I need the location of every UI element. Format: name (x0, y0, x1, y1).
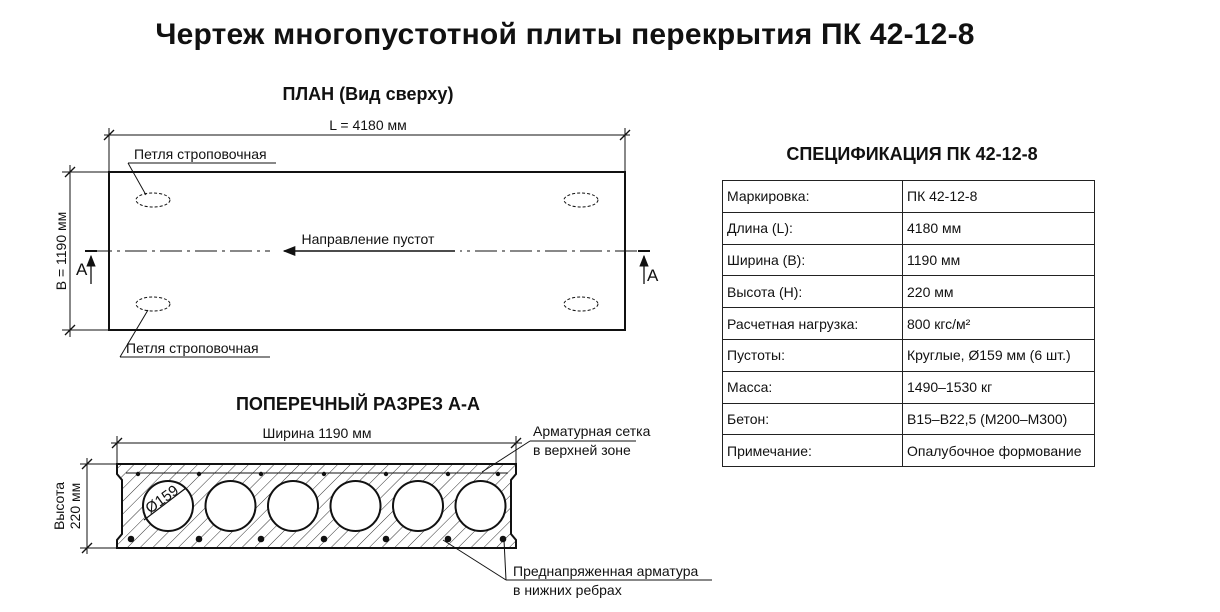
prestressed-rebar-dot (382, 535, 390, 543)
width-label: B = 1190 мм (53, 212, 69, 291)
spec-value: 220 мм (902, 275, 1095, 309)
spec-key: Маркировка: (722, 180, 903, 213)
spec-value: Круглые, Ø159 мм (6 шт.) (902, 338, 1095, 372)
spec-key: Бетон: (722, 402, 903, 436)
spec-value: Опалубочное формование (902, 434, 1095, 468)
direction-mask (270, 236, 460, 260)
length-label: L = 4180 мм (329, 117, 407, 133)
spec-row: Расчетная нагрузка:800 кгс/м² (722, 307, 1095, 340)
spec-value: B15–B22,5 (М200–М300) (902, 402, 1095, 436)
spec-key: Масса: (722, 370, 903, 404)
section-mark-left: А (76, 250, 97, 284)
void-circle (454, 480, 507, 532)
length-dimension: L = 4180 мм (103, 117, 631, 172)
loop-leader-top (127, 162, 147, 196)
prestressed-rebar-dot (499, 535, 507, 543)
spec-value: 1190 мм (902, 243, 1095, 277)
void-circle (392, 480, 444, 532)
section-mark-left-label: А (76, 260, 88, 279)
rebar-callout: Преднапряженная арматура в нижних ребрах (442, 539, 712, 598)
plan-view: ПЛАН (Вид сверху) L = 4180 мм B = 1190 м… (53, 84, 659, 358)
spec-value: 1490–1530 кг (902, 370, 1095, 404)
mesh-bar-dot (321, 471, 327, 477)
rebar-label-2: в нижних ребрах (513, 582, 622, 598)
prestressed-rebar-dot (257, 535, 265, 543)
prestressed-rebar-dot (320, 535, 328, 543)
spec-row: Маркировка:ПК 42-12-8 (722, 180, 1095, 213)
lifting-loop-top-right (563, 192, 599, 208)
spec-row: Примечание:Опалубочное формование (722, 434, 1095, 468)
prestressed-rebar-dot (444, 535, 452, 543)
spec-row: Пустоты:Круглые, Ø159 мм (6 шт.) (722, 338, 1095, 372)
mesh-label-1: Арматурная сетка (533, 423, 651, 439)
spec-key: Расчетная нагрузка: (722, 307, 903, 340)
voids-group (142, 480, 507, 532)
prestressed-rebar-dot (127, 535, 135, 543)
section-height-dimension: Высота 220 мм (51, 458, 117, 554)
spec-title: СПЕЦИФИКАЦИЯ ПК 42-12-8 (786, 144, 1038, 164)
mesh-bar-dot (495, 471, 501, 477)
section-height-label-2: 220 мм (67, 483, 83, 530)
section-width-dimension: Ширина 1190 мм (111, 425, 522, 464)
spec-row: Высота (H):220 мм (722, 275, 1095, 309)
mesh-bar-dot (258, 471, 264, 477)
plan-heading: ПЛАН (Вид сверху) (283, 84, 454, 104)
width-dimension: B = 1190 мм (53, 165, 109, 337)
section-width-label: Ширина 1190 мм (263, 425, 372, 441)
spec-row: Масса:1490–1530 кг (722, 370, 1095, 404)
lifting-loop-bottom-right (563, 296, 599, 312)
mesh-bar-dot (383, 471, 389, 477)
spec-key: Пустоты: (722, 338, 903, 372)
mesh-bar-dot (135, 471, 141, 477)
spec-key: Ширина (B): (722, 243, 903, 277)
void-circle (142, 480, 194, 532)
spec-key: Длина (L): (722, 211, 903, 245)
mesh-bar-dot (445, 471, 451, 477)
void-circle (267, 480, 319, 532)
section-mark-right-label: А (647, 266, 659, 285)
spec-key: Высота (H): (722, 275, 903, 309)
section-height-label-1: Высота (51, 482, 67, 530)
cross-section-view: ПОПЕРЕЧНЫЙ РАЗРЕЗ А-А Ширина 1190 мм Выс… (51, 393, 712, 598)
spec-value: ПК 42-12-8 (902, 180, 1095, 213)
rebars-group (127, 471, 507, 543)
drawing-title: Чертеж многопустотной плиты перекрытия П… (155, 18, 975, 51)
loop-label-top: Петля строповочная (134, 146, 267, 162)
loop-label-bottom: Петля строповочная (126, 340, 259, 356)
section-mark-right: А (638, 250, 659, 285)
mesh-label-2: в верхней зоне (533, 442, 631, 458)
mesh-bar-dot (196, 471, 202, 477)
spec-row: Ширина (B):1190 мм (722, 243, 1095, 277)
spec-value: 800 кгс/м² (902, 307, 1095, 340)
spec-row: Бетон:B15–B22,5 (М200–М300) (722, 402, 1095, 436)
void-circle (204, 480, 257, 532)
mesh-callout: Арматурная сетка в верхней зоне (481, 423, 651, 473)
prestressed-rebar-dot (195, 535, 203, 543)
void-circle (329, 480, 382, 532)
lifting-loop-top-left (135, 192, 171, 208)
lifting-loop-bottom-left (135, 296, 171, 312)
loop-leader-bottom (119, 309, 149, 358)
spec-value: 4180 мм (902, 211, 1095, 245)
rebar-label-1: Преднапряженная арматура (513, 563, 699, 579)
direction-label: Направление пустот (302, 231, 436, 247)
spec-row: Длина (L):4180 мм (722, 211, 1095, 245)
section-heading: ПОПЕРЕЧНЫЙ РАЗРЕЗ А-А (236, 393, 480, 414)
spec-key: Примечание: (722, 434, 903, 468)
